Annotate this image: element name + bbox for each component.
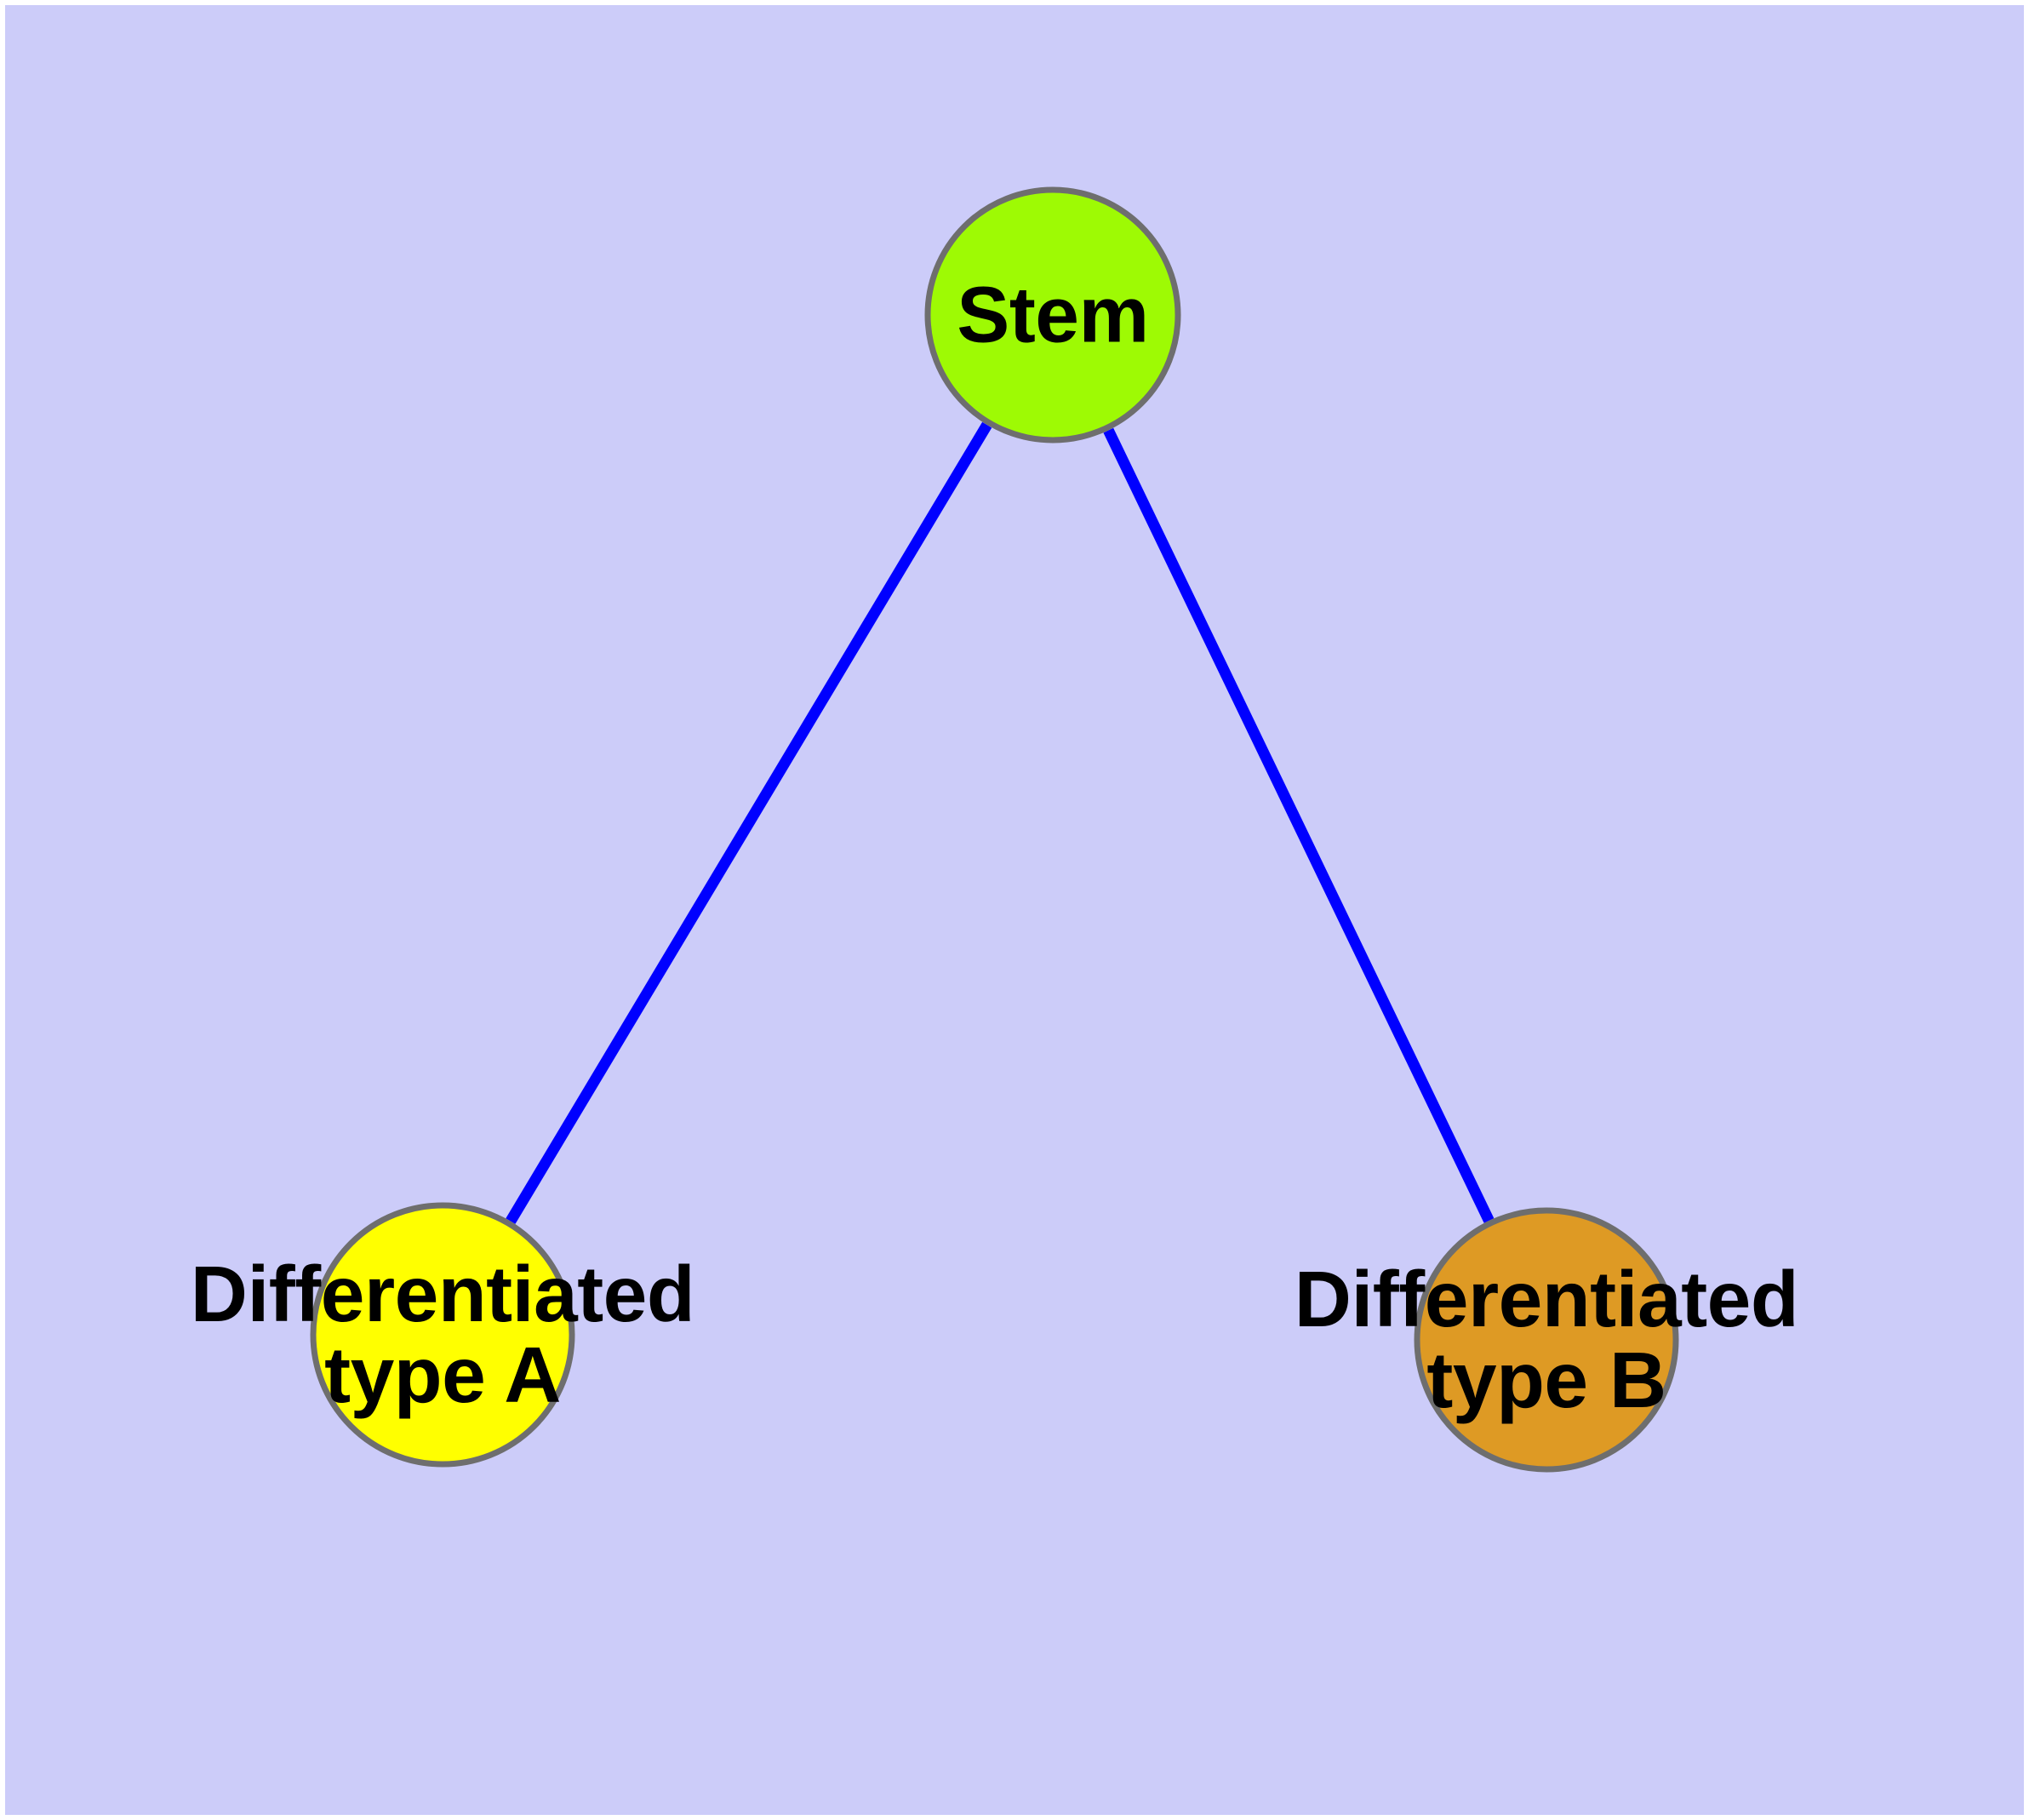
edge-stem-to-differentiated-type-a[interactable] bbox=[506, 421, 992, 1224]
node-layer bbox=[310, 186, 1679, 1473]
edge-stem-to-differentiated-type-b[interactable] bbox=[1103, 427, 1495, 1223]
node-stem[interactable] bbox=[924, 186, 1181, 444]
edge-layer bbox=[506, 421, 1495, 1224]
node-differentiated-type-a[interactable] bbox=[310, 1202, 575, 1468]
node-differentiated-type-b[interactable] bbox=[1414, 1207, 1679, 1473]
